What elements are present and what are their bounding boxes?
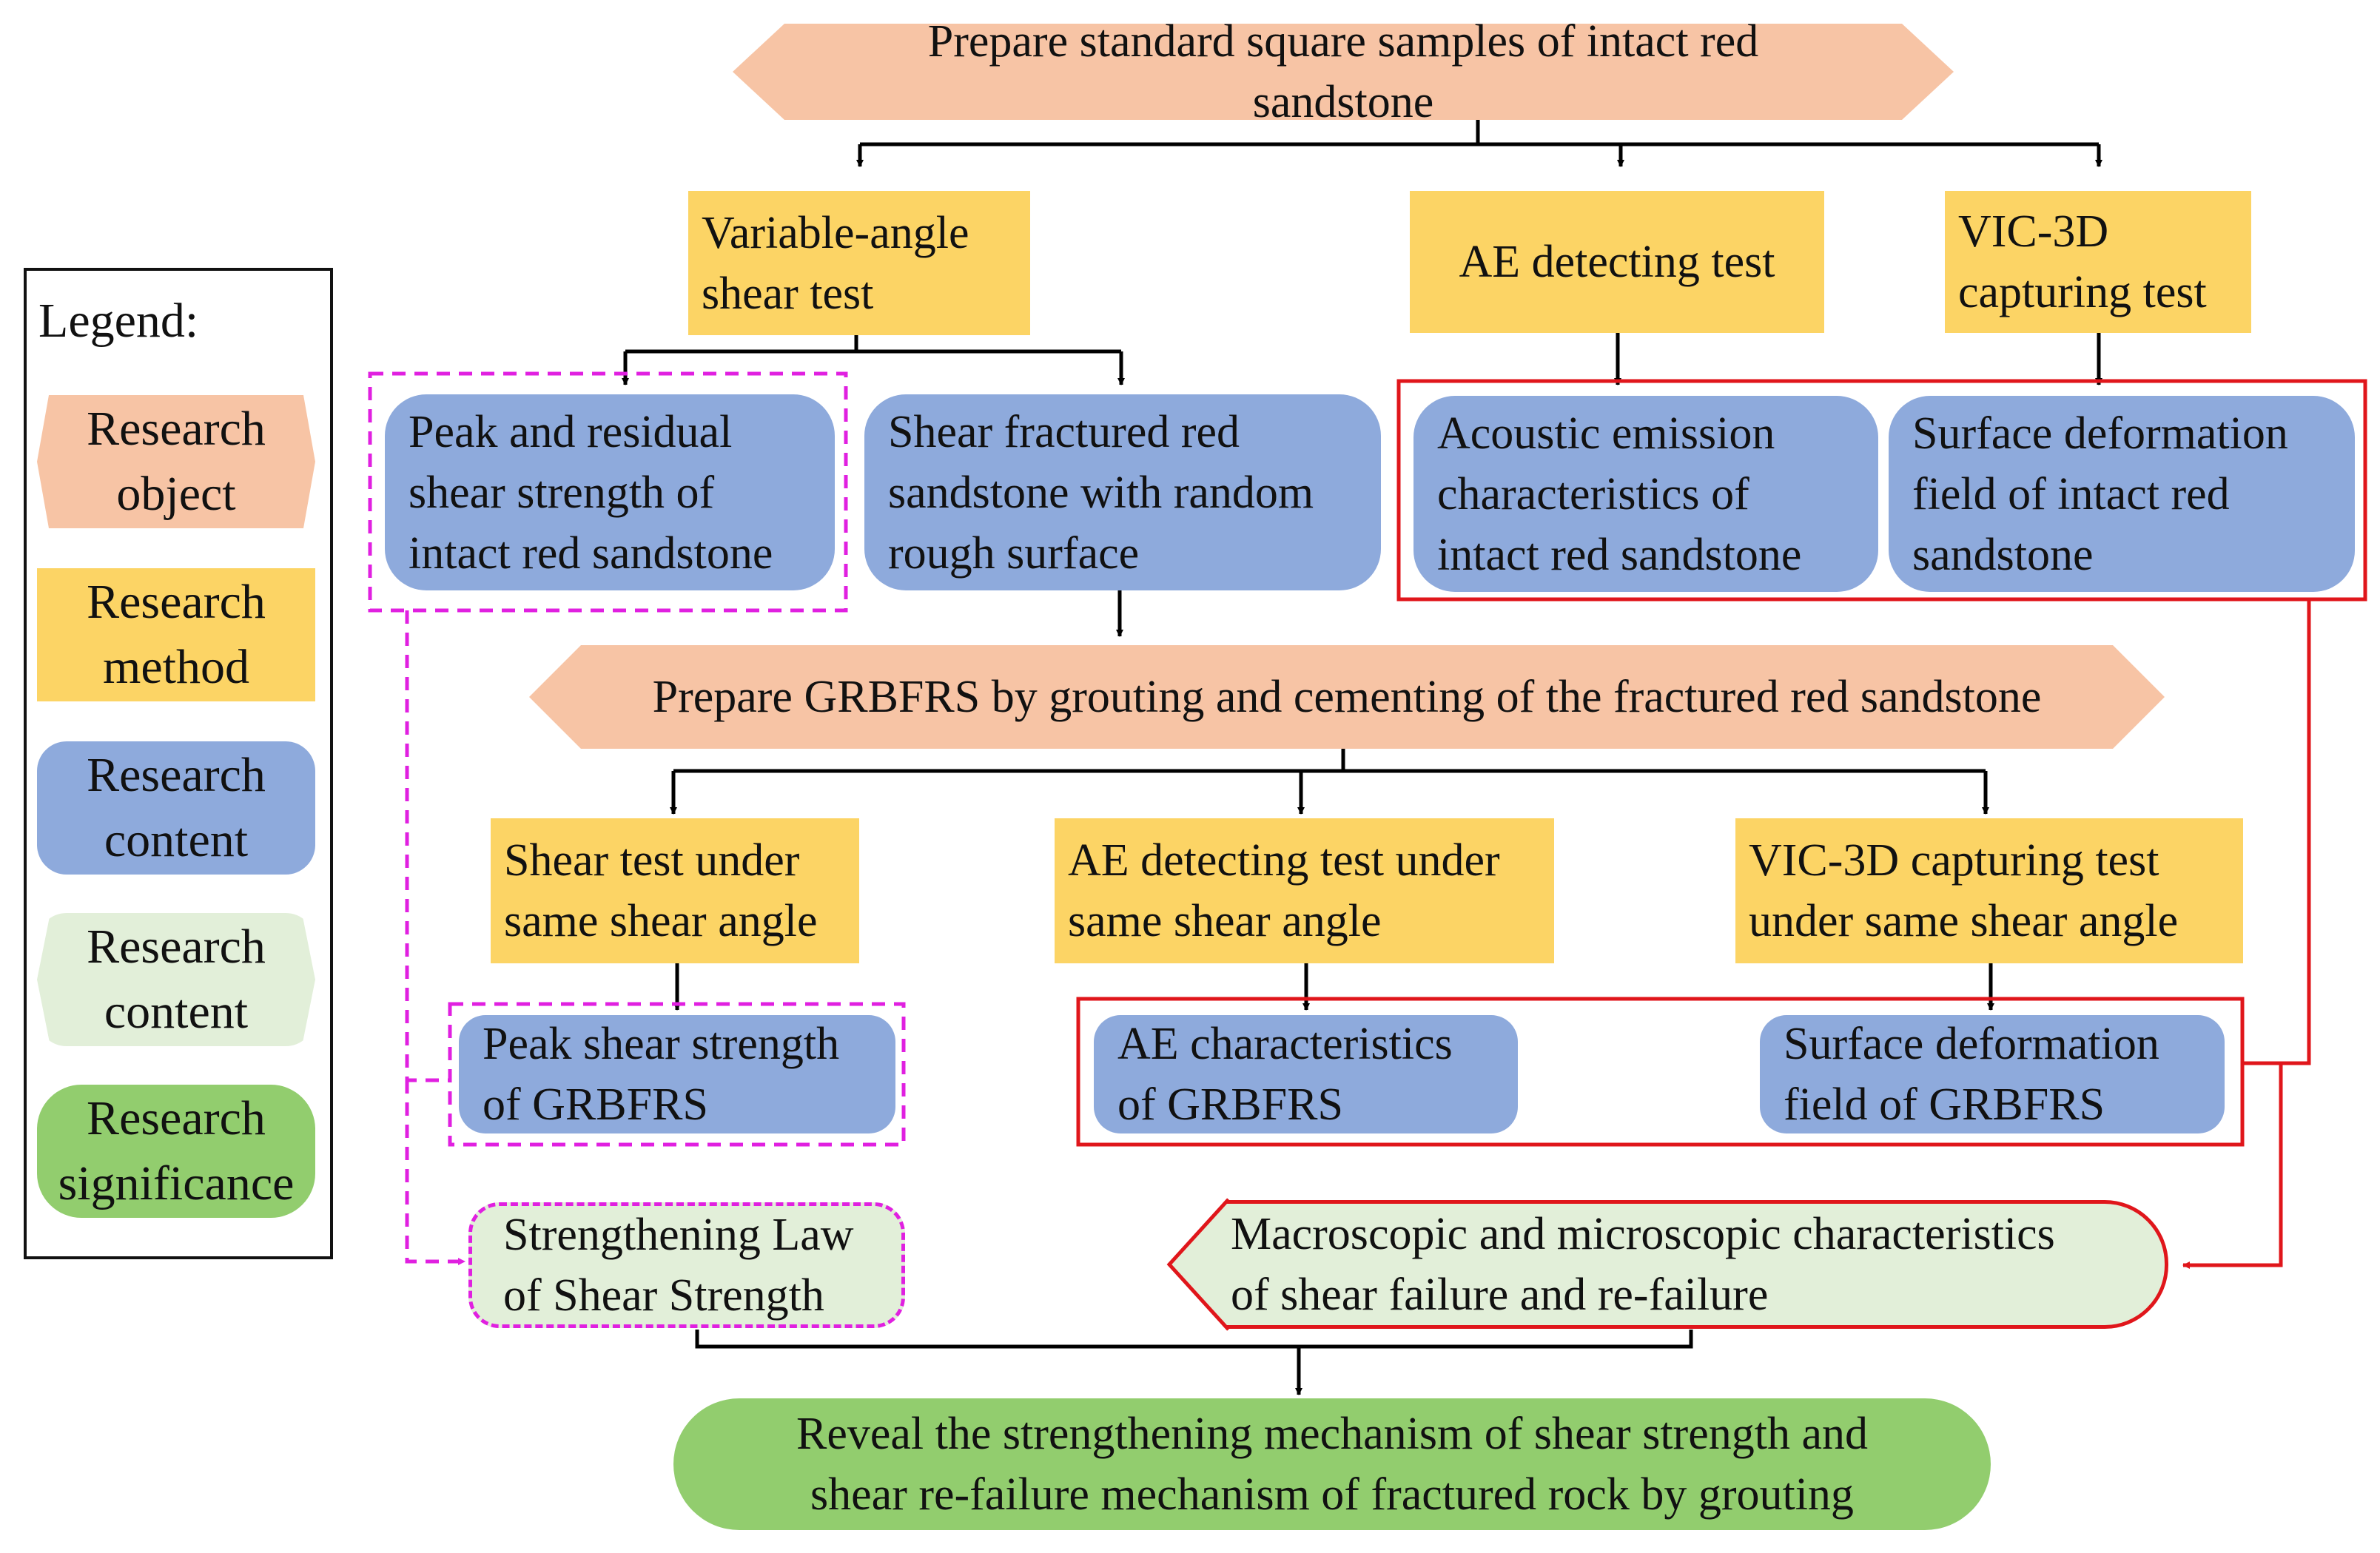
magenta-frame-peak-grbfrs [448,1002,906,1147]
node-shear-same-angle: Shear test under same shear angle [491,818,859,963]
node-ae-test: AE detecting test [1410,191,1824,333]
legend-research-content: Research content [37,741,315,875]
red-frame-grbfrs [1076,997,2245,1147]
node-ae-same-angle: AE detecting test under same shear angle [1055,818,1554,963]
legend-title: Legend: [38,294,199,348]
node-peak-grbfrs: Peak shear strength of GRBFRS [459,1015,895,1133]
node-peak-residual: Peak and residual shear strength of inta… [385,394,835,590]
red-frame-intact [1396,379,2367,602]
macro-micro-pointer-outline [1166,1198,1230,1331]
magenta-connector [405,610,450,1082]
connector-bottom-bus [695,1330,1693,1349]
magenta-arrow-to-law [405,1080,465,1265]
legend-research-method: Research method [37,568,315,701]
legend: Legend: Research object Research method … [24,268,333,1259]
node-vic-test: VIC-3D capturing test [1945,191,2251,333]
node-surface-deformation-intact: Surface deformation field of intact red … [1889,396,2355,592]
node-variable-angle-test: Variable-angle shear test [688,191,1030,335]
node-vic-same-angle: VIC-3D capturing test under same shear a… [1735,818,2243,963]
node-strengthening-law: Strengthening Law of Shear Strength [468,1202,905,1328]
node-macro-micro: Macroscopic and microscopic characterist… [1168,1200,2168,1329]
node-prepare-grbfrs: Prepare GRBFRS by grouting and cementing… [529,645,2165,749]
node-prepare-samples: Prepare standard square samples of intac… [733,24,1954,120]
red-connector-intact [2242,599,2311,1065]
node-acoustic-emission: Acoustic emission characteristics of int… [1413,396,1878,592]
node-ae-grbfrs: AE characteristics of GRBFRS [1094,1015,1518,1133]
legend-research-object: Research object [37,395,315,528]
node-shear-fractured: Shear fractured red sandstone with rando… [864,394,1381,590]
node-reveal: Reveal the strengthening mechanism of sh… [673,1398,1991,1530]
legend-research-significance: Research significance [37,1085,315,1218]
node-surface-grbfrs: Surface deformation field of GRBFRS [1760,1015,2225,1133]
red-arrow-to-macro-micro [2182,1061,2283,1269]
legend-research-content-light: Research content [37,913,315,1046]
